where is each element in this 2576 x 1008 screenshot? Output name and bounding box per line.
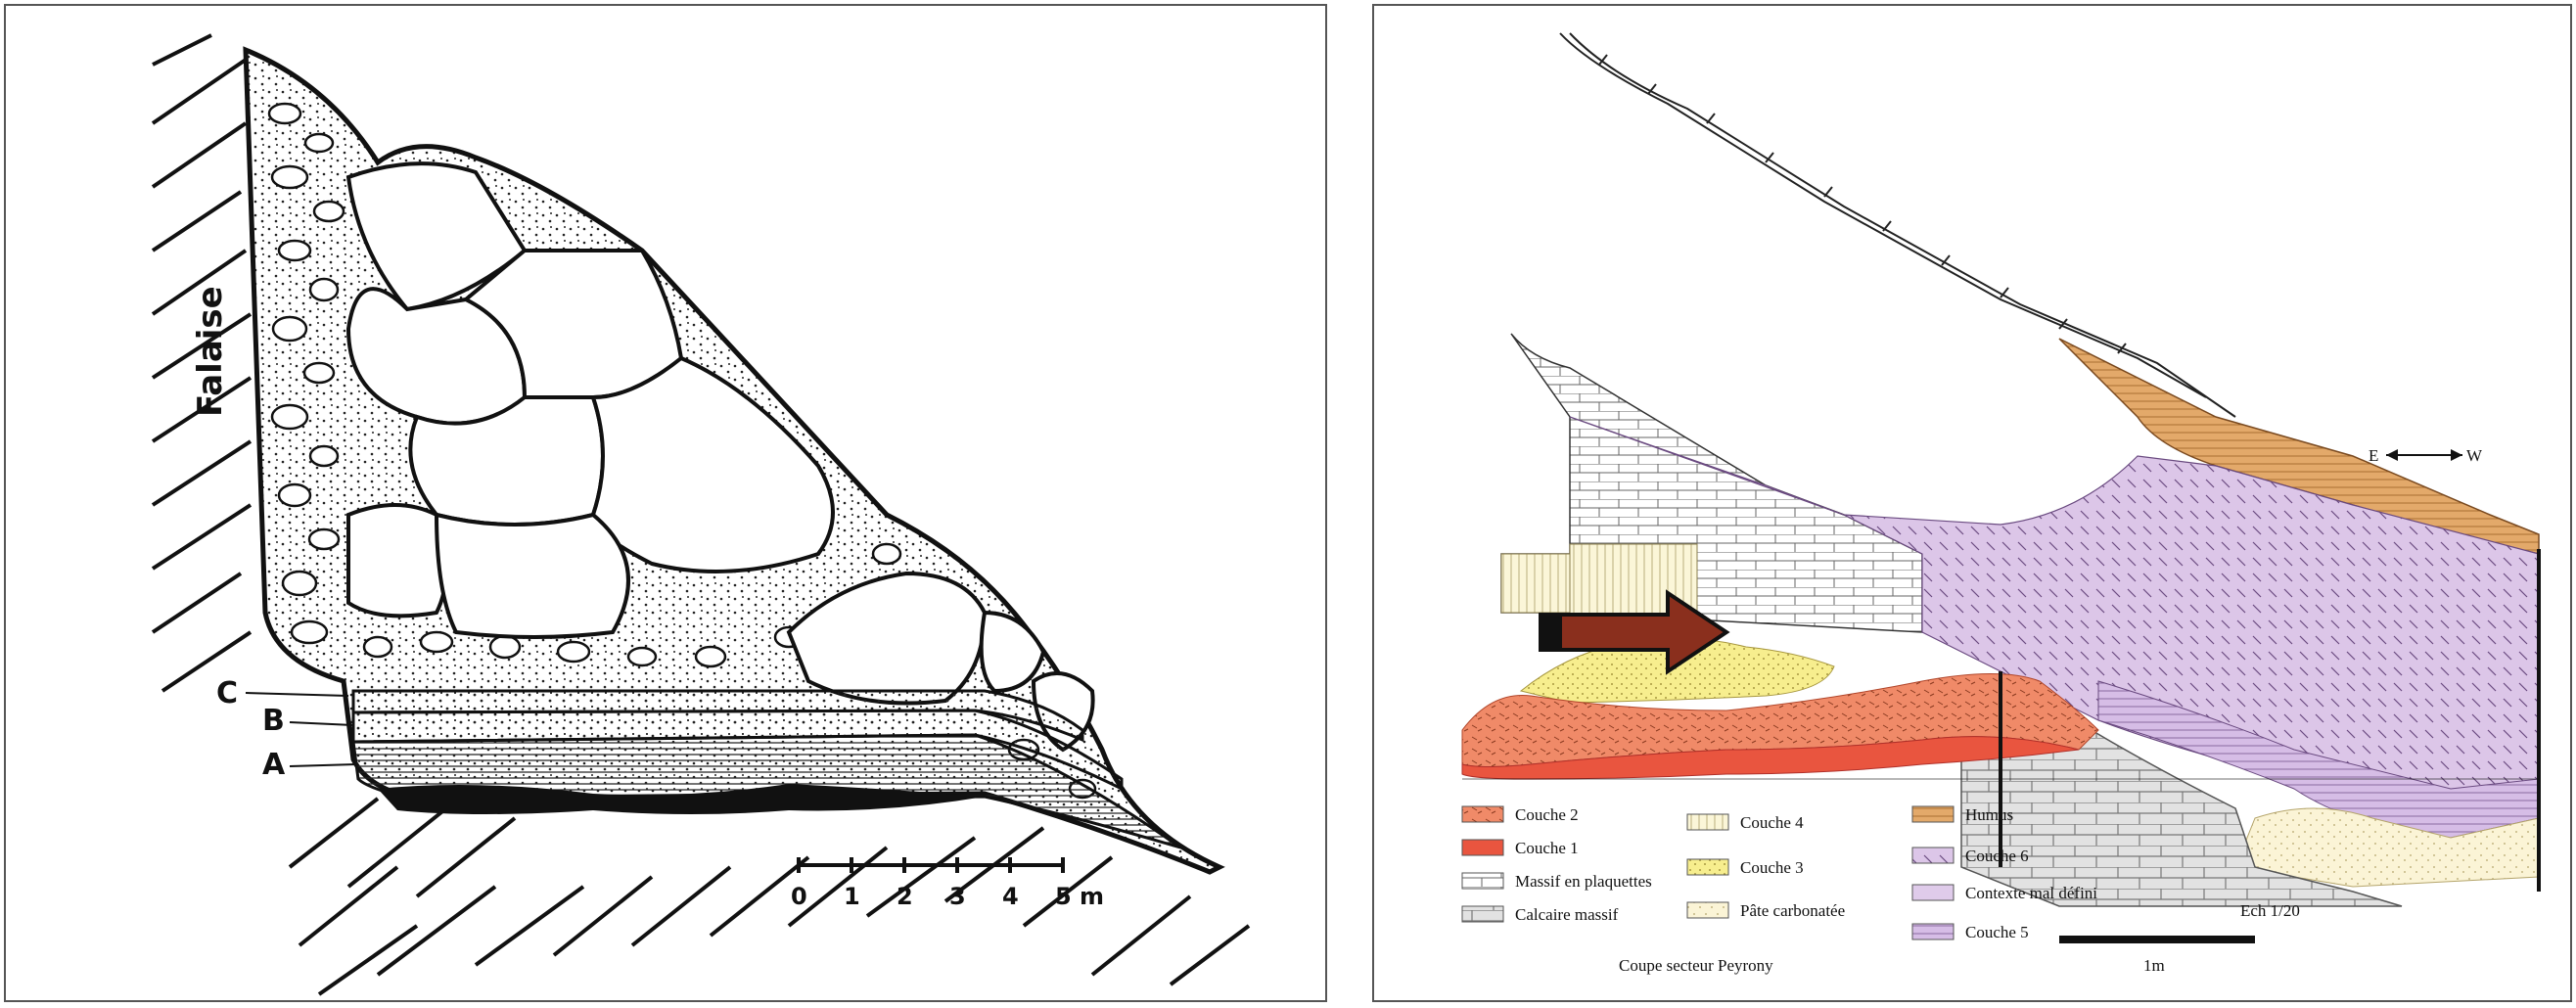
left-scale-bar: [797, 857, 1065, 873]
legend-couche-4: Couche 4: [1740, 813, 1804, 832]
orientation-indicator: E W: [2369, 446, 2483, 465]
right-section-svg: E W Couche 2 Couche 1 Massif en plaquett…: [1461, 32, 2541, 975]
layer-c-band: [351, 689, 1084, 743]
legend-humus: Humus: [1965, 805, 2013, 824]
upper-cliff-line: [1559, 32, 2236, 418]
bedrock-hatching: [288, 797, 1251, 996]
legend-couche-5: Couche 5: [1965, 923, 2029, 941]
legend-couche-6: Couche 6: [1965, 847, 2029, 865]
scale-tick-3: 3: [949, 883, 966, 910]
cliff-label: Falaise: [191, 286, 230, 417]
scale-tick-5: 5 m: [1055, 883, 1104, 910]
section-boundaries: [1999, 549, 2541, 892]
layer-b-band: [351, 709, 1124, 792]
scale-tick-2: 2: [897, 883, 913, 910]
couche-1-area: [1461, 736, 2080, 780]
scale-tick-1: 1: [844, 883, 860, 910]
legend-calcaire-massif: Calcaire massif: [1515, 905, 1619, 924]
right-scale-bar: [2059, 936, 2255, 943]
right-section-drawing: E W Couche 2 Couche 1 Massif en plaquett…: [1372, 4, 2572, 1002]
orientation-west: W: [2466, 446, 2483, 465]
scale-tick-4: 4: [1002, 883, 1019, 910]
layer-a-dark-base: [378, 784, 985, 814]
orientation-east: E: [2369, 446, 2378, 465]
layer-label-a: A: [262, 748, 286, 782]
legend: Couche 2 Couche 1 Massif en plaquettes C…: [1461, 805, 2097, 941]
left-section-drawing: Falaise C B A 0 1 2 3 4 5 m: [4, 4, 1327, 1002]
direction-arrow: [1539, 589, 1730, 675]
layer-label-b: B: [262, 704, 285, 738]
scale-ratio: Ech 1/20: [2240, 901, 2300, 920]
scale-tick-0: 0: [791, 883, 807, 910]
legend-couche-3: Couche 3: [1740, 858, 1804, 877]
legend-couche-2: Couche 2: [1515, 805, 1579, 824]
layer-label-c: C: [216, 676, 238, 710]
legend-contexte-mal-defini: Contexte mal défini: [1965, 884, 2097, 902]
left-scale-ticks: 0 1 2 3 4 5 m: [791, 883, 1104, 910]
section-caption: Coupe secteur Peyrony: [1619, 956, 1773, 975]
layer-labels: C B A: [216, 676, 357, 782]
legend-couche-1: Couche 1: [1515, 839, 1579, 857]
scale-length: 1m: [2143, 956, 2165, 975]
legend-pate-carbonatee: Pâte carbonatée: [1740, 901, 1845, 920]
left-section-svg: Falaise C B A 0 1 2 3 4 5 m: [151, 33, 1251, 996]
legend-massif-plaquettes: Massif en plaquettes: [1515, 872, 1652, 891]
cliff-hatching: [151, 33, 253, 693]
